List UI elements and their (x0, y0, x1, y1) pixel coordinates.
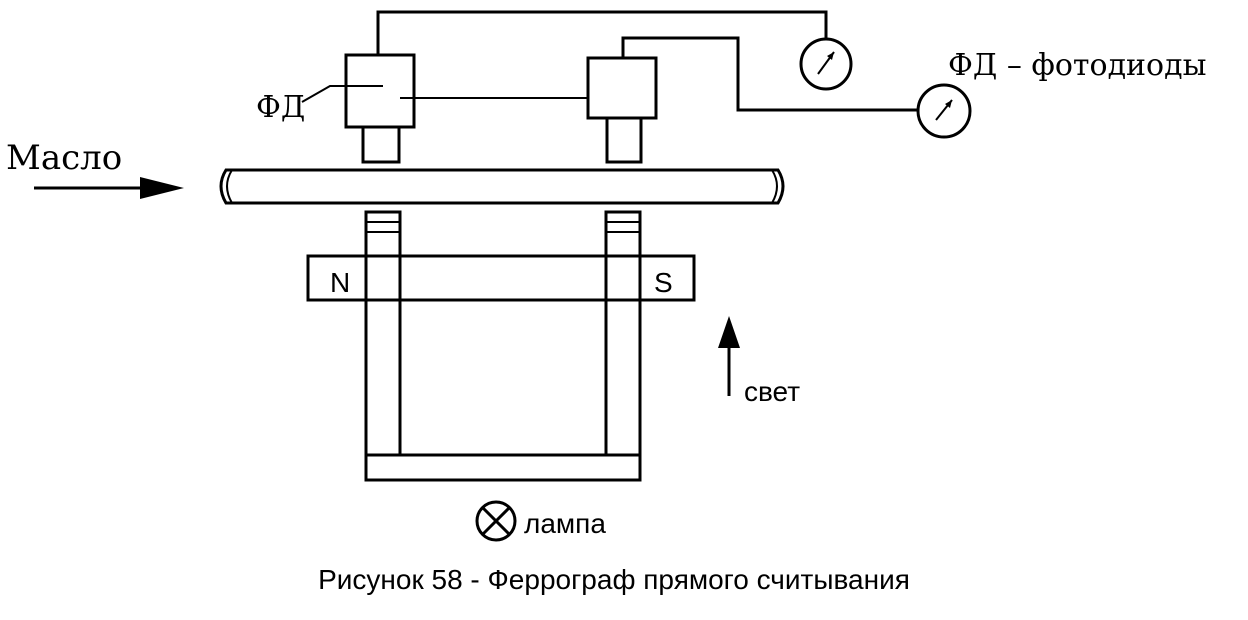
lamp-label: лампа (524, 508, 606, 539)
light-guide-left (364, 210, 402, 457)
wire-left-detector (376, 10, 828, 55)
figure-caption: Рисунок 58 - Феррограф прямого считывани… (318, 564, 910, 595)
south-pole-label: S (654, 267, 673, 298)
light-label: свет (744, 376, 800, 407)
north-pole-label: N (330, 267, 350, 298)
oil-flow-arrow (34, 177, 184, 199)
light-guide-right (604, 210, 642, 457)
photodiode-left (344, 53, 416, 164)
base-plate (364, 453, 642, 482)
lamp-icon (475, 500, 517, 542)
meter-1-icon (799, 37, 853, 91)
meter-2-icon (916, 83, 972, 139)
magnet (306, 254, 696, 302)
wire-right-detector (621, 36, 918, 112)
light-arrow (718, 316, 740, 396)
photodiode-legend: ФД – фотодиоды (948, 48, 1206, 83)
photodiode-right (586, 56, 658, 164)
photodiode-label: ФД (256, 90, 305, 125)
oil-label: Масло (6, 138, 122, 178)
photodiode-leader-line (301, 85, 383, 103)
oil-tube (219, 168, 785, 205)
